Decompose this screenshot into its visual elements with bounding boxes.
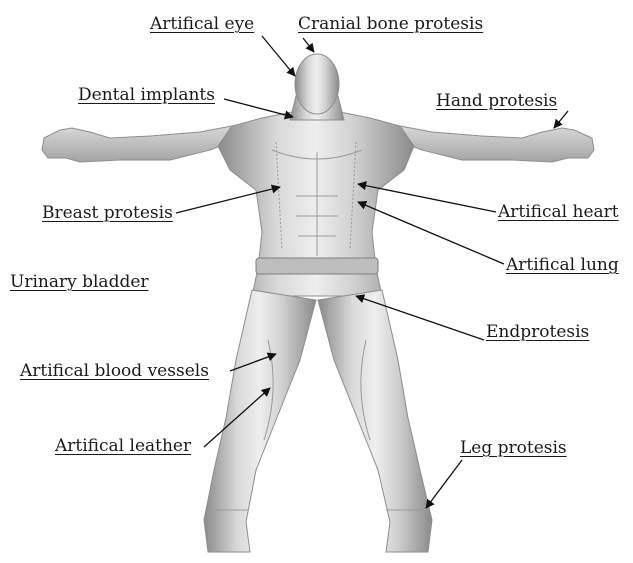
label-cranial-bone-protesis: Cranial bone protesis: [298, 14, 483, 34]
label-artifical-leather: Artifical leather: [55, 436, 191, 456]
label-breast-protesis: Breast protesis: [42, 203, 173, 223]
leader-artifical-heart: [358, 184, 496, 212]
leader-cranial-bone: [303, 38, 314, 52]
label-endprotesis: Endprotesis: [486, 322, 589, 342]
left-arm: [42, 126, 236, 162]
label-artifical-heart: Artifical heart: [498, 202, 619, 222]
leader-artifical-lung: [358, 202, 504, 264]
label-artifical-eye: Artifical eye: [150, 14, 254, 34]
label-leg-protesis: Leg protesis: [460, 438, 567, 458]
leader-hand-protesis: [554, 111, 568, 128]
leader-leg-protesis: [426, 460, 462, 508]
label-urinary-bladder: Urinary bladder: [10, 272, 149, 292]
body-silhouette: [42, 54, 594, 552]
left-leg: [204, 290, 316, 552]
label-artifical-lung: Artifical lung: [506, 255, 619, 275]
right-leg: [318, 290, 432, 552]
label-hand-protesis: Hand protesis: [436, 91, 557, 111]
right-arm: [396, 126, 594, 162]
leader-artifical-eye: [262, 36, 295, 76]
label-dental-implants: Dental implants: [78, 85, 215, 105]
leader-dental-implants: [224, 99, 293, 117]
head: [295, 54, 339, 114]
label-artifical-blood-vessels: Artifical blood vessels: [20, 361, 209, 381]
belt: [256, 258, 378, 274]
